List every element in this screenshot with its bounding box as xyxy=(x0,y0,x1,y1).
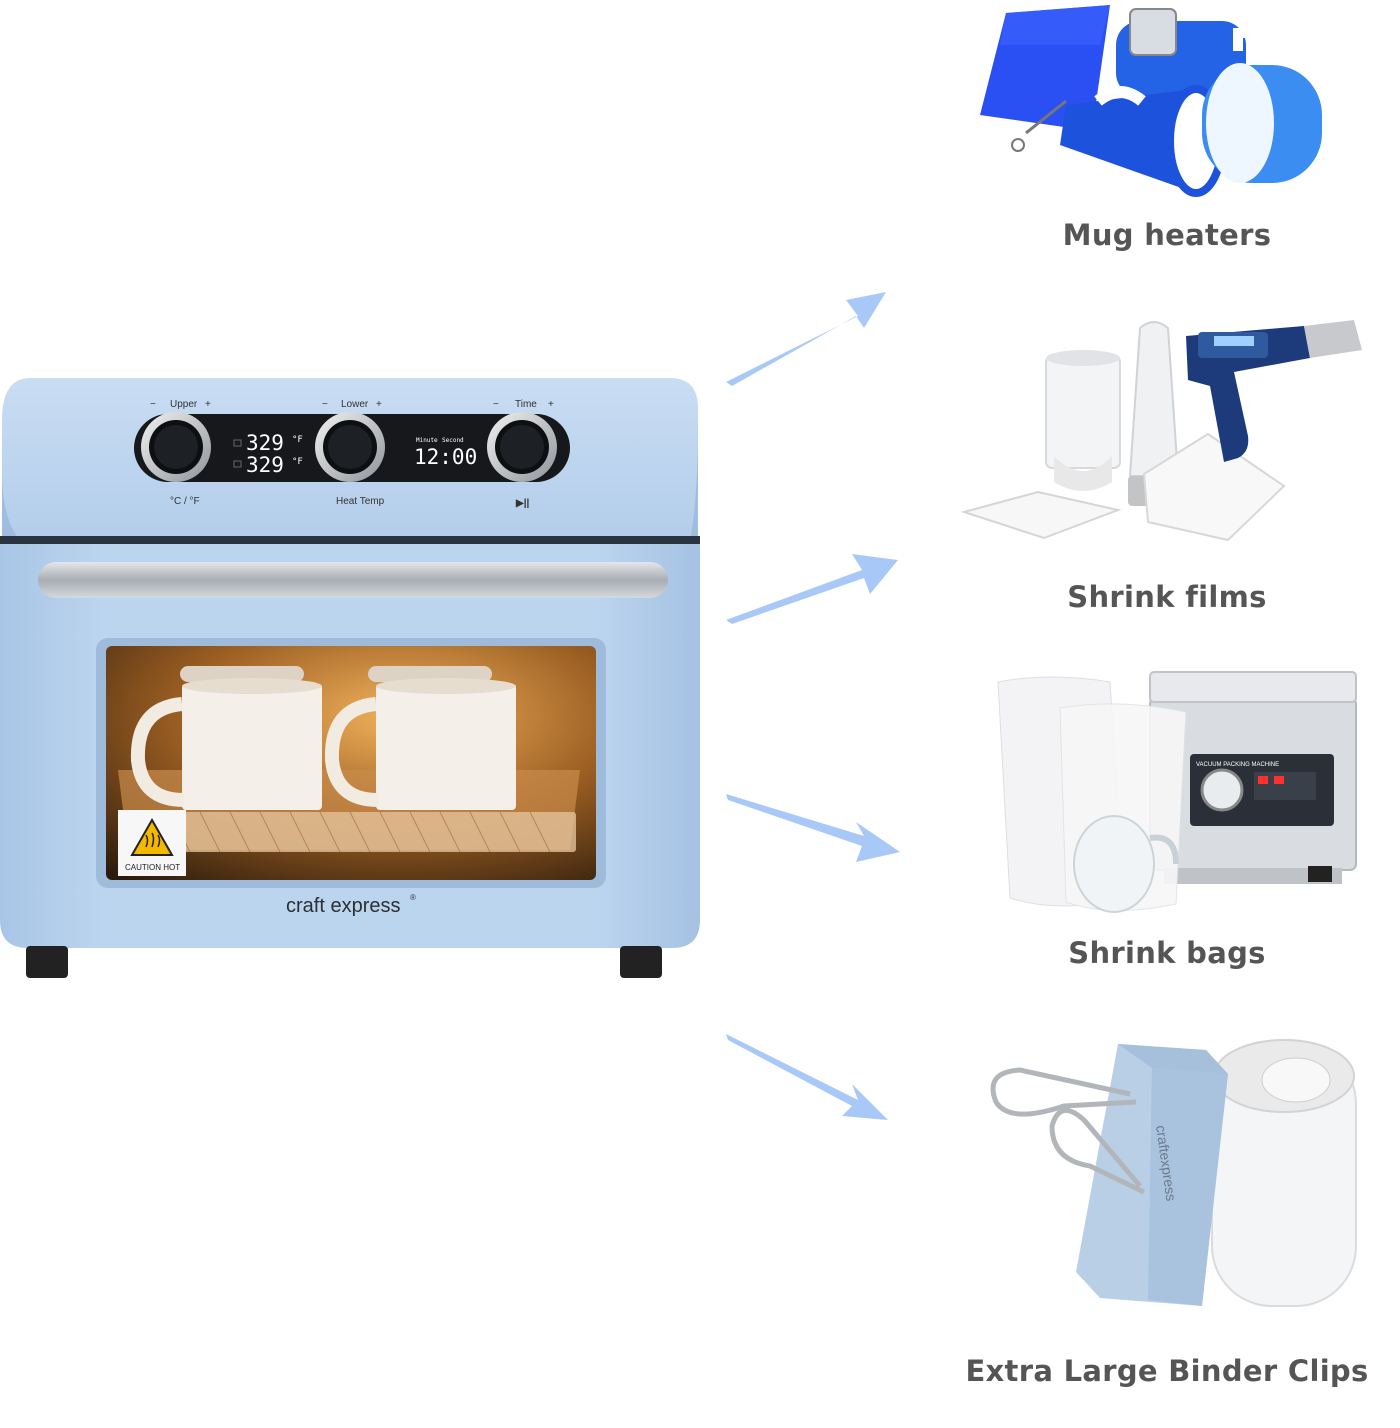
time-label: Time xyxy=(515,399,537,410)
mug-heater-icon xyxy=(980,5,1322,197)
upper-knob[interactable] xyxy=(141,412,211,482)
lower-temp-unit: °F xyxy=(292,457,303,467)
accessory-label-mug-heaters: Mug heaters xyxy=(1062,218,1272,252)
time-knob[interactable] xyxy=(487,412,557,482)
accessory-label-binder-clips: Extra Large Binder Clips xyxy=(965,1354,1369,1388)
upper-temp-display: 329 xyxy=(246,431,284,455)
binder-clip-icon: craftexpress xyxy=(990,1039,1357,1307)
arrow-to-binder-clips xyxy=(726,1034,888,1120)
white-mug xyxy=(130,666,322,810)
brand-logo: craft express xyxy=(286,895,400,917)
vacuum-panel-label: VACUUM PACKING MACHINE xyxy=(1196,762,1279,768)
air-fryer-oven: − Upper + − Lower + − Time + 329 329 °F … xyxy=(0,378,700,978)
accessory-label-shrink-films: Shrink films xyxy=(1067,580,1267,614)
lower-label: Lower xyxy=(341,399,369,410)
shrink-film-icon xyxy=(960,320,1362,542)
time-minus[interactable]: − xyxy=(493,399,499,410)
timer-minute-label: Minute xyxy=(416,437,438,444)
door-handle[interactable] xyxy=(38,562,668,598)
arrow-to-mug-heaters xyxy=(726,292,886,386)
timer-second-label: Second xyxy=(442,437,464,444)
arrow-to-shrink-films xyxy=(726,554,898,624)
unit-toggle-label[interactable]: °C / °F xyxy=(170,496,200,507)
shrink-bag-icon: VACUUM PACKING MACHINE xyxy=(997,671,1357,913)
lower-knob[interactable] xyxy=(315,412,385,482)
lower-plus[interactable]: + xyxy=(376,399,382,410)
lower-minus[interactable]: − xyxy=(322,399,328,410)
lower-temp-display: 329 xyxy=(246,453,284,477)
accessory-label-shrink-bags: Shrink bags xyxy=(1068,936,1266,970)
upper-label: Upper xyxy=(170,399,198,410)
time-plus[interactable]: + xyxy=(548,399,554,410)
arrows xyxy=(726,292,900,1120)
brand-registered-mark: ® xyxy=(410,893,416,902)
heat-temp-label: Heat Temp xyxy=(336,496,385,507)
white-mug xyxy=(324,666,516,810)
timer-display: 12:00 xyxy=(414,445,477,469)
upper-plus[interactable]: + xyxy=(205,399,211,410)
caution-text: CAUTION HOT xyxy=(125,863,180,872)
caution-hot-icon xyxy=(130,817,174,856)
upper-temp-unit: °F xyxy=(292,435,303,445)
arrow-to-shrink-bags xyxy=(726,794,900,862)
play-pause-icon[interactable]: ▶|| xyxy=(515,498,529,509)
upper-minus[interactable]: − xyxy=(150,399,156,410)
